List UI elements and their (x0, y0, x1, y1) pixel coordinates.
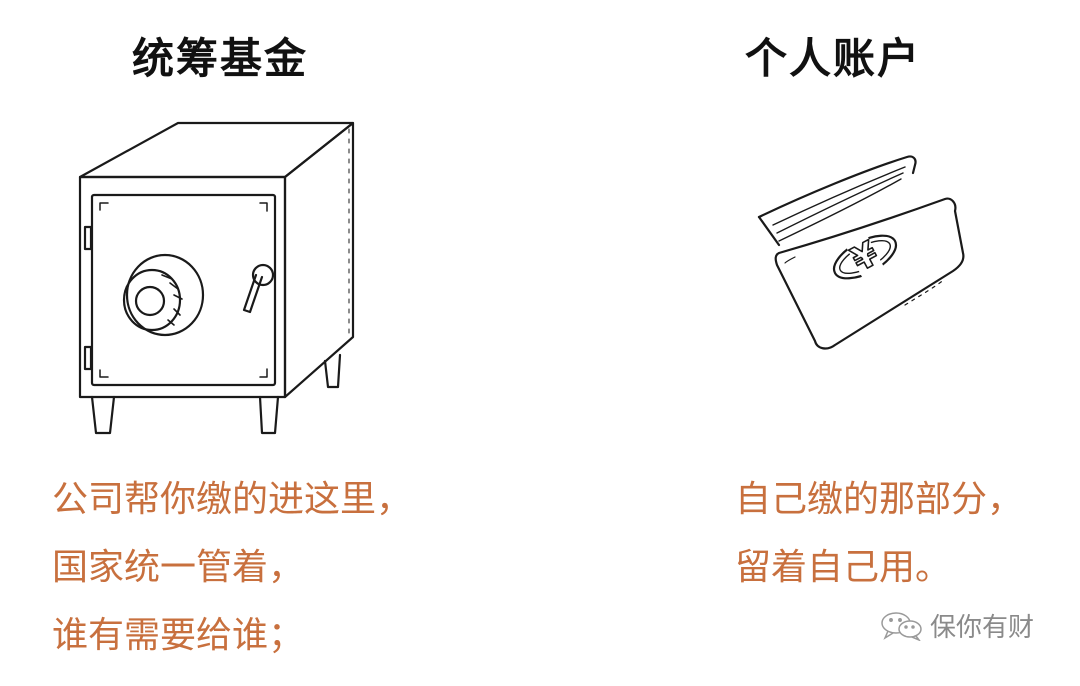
pooled-fund-title: 统筹基金 (132, 34, 309, 83)
wechat-icon (880, 611, 924, 641)
caption-line: 自己缴的那部分， (735, 479, 1024, 520)
safe-icon (70, 115, 370, 440)
pooled-fund-caption: 公司帮你缴的进这里， 国家统一管着， 谁有需要给谁； (52, 482, 412, 686)
caption-line: 留着自己用。 (735, 547, 952, 588)
watermark: 保你有财 (880, 607, 1034, 644)
caption-line: 国家统一管着， (52, 547, 305, 588)
caption-line: 谁有需要给谁； (52, 615, 305, 656)
watermark-text: 保你有财 (930, 613, 1035, 643)
personal-account-title: 个人账户 (745, 34, 922, 83)
personal-account-caption: 自己缴的那部分， 留着自己用。 (735, 482, 1023, 618)
wallet-icon: ¥ (745, 145, 975, 360)
caption-line: 公司帮你缴的进这里， (52, 479, 413, 520)
